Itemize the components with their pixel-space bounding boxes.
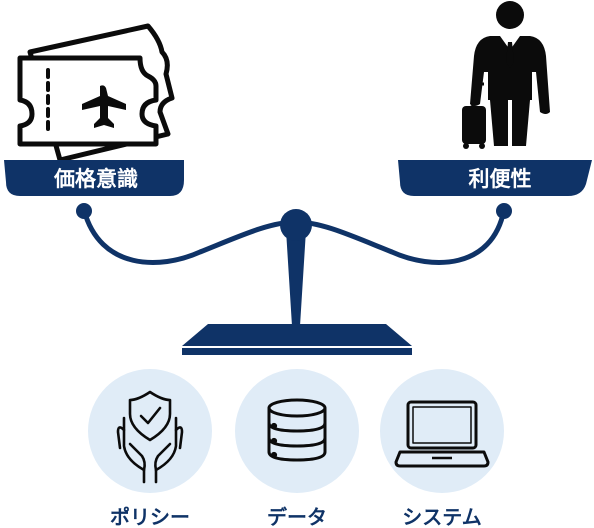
- pillar-label-system: システム: [402, 505, 481, 528]
- database-icon: [267, 398, 327, 462]
- pillar-label-policy: ポリシー: [110, 505, 190, 528]
- hands-shield-check-icon: [116, 390, 184, 484]
- right-pan-label: 利便性: [469, 167, 532, 191]
- right-pan: [398, 160, 592, 196]
- laptop-icon: [394, 400, 490, 468]
- pillar-label-data: データ: [267, 505, 327, 528]
- scale-base-plate: [182, 348, 412, 355]
- left-pivot: [76, 203, 92, 219]
- scale-post: [286, 230, 306, 326]
- center-pivot: [280, 209, 312, 241]
- businessman-with-suitcase-icon: [462, 1, 550, 149]
- left-pan-label: 価格意識: [53, 167, 138, 191]
- right-pivot: [496, 203, 512, 219]
- pillar-circle-system: [380, 369, 504, 493]
- scale-base: [182, 324, 412, 346]
- airline-ticket-icon: [17, 23, 175, 163]
- left-pan: [4, 160, 184, 196]
- pillar-circle-policy: [88, 369, 212, 493]
